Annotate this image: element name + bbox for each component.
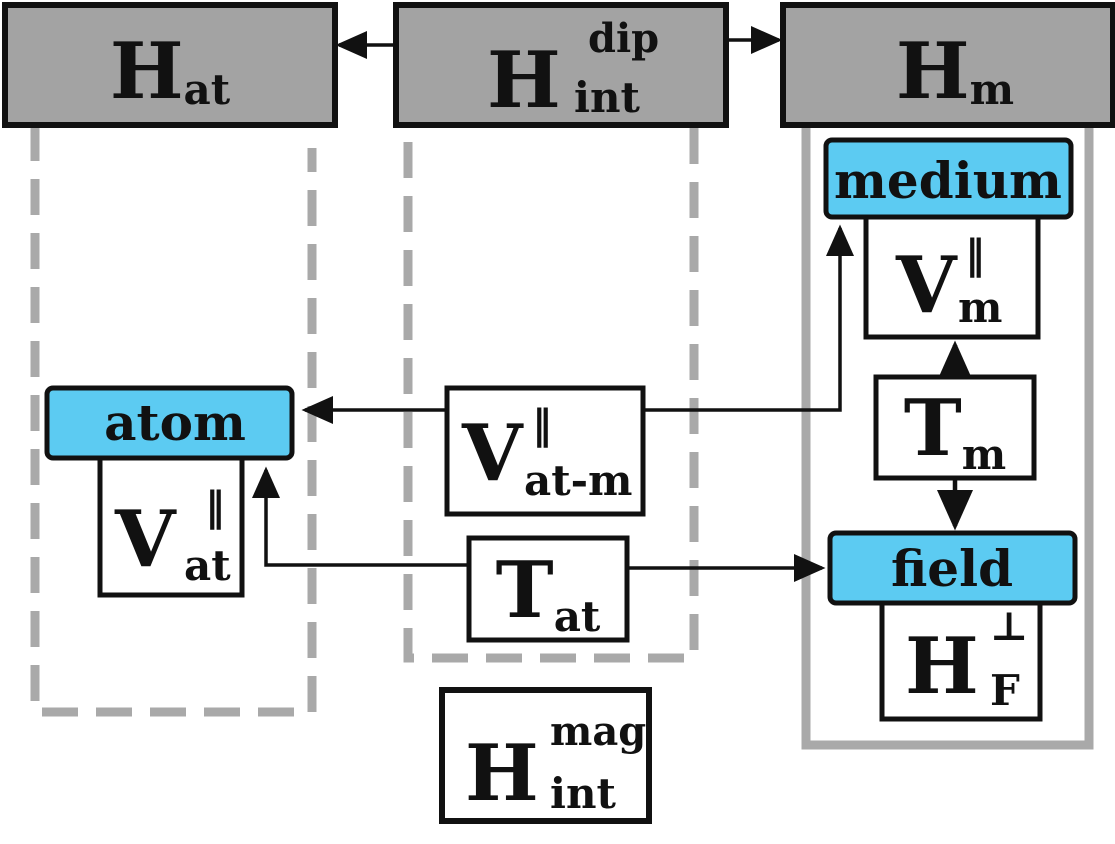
atom-hamiltonian-subscript: at (184, 65, 231, 114)
dipole-interaction-symbol: H (487, 35, 561, 126)
field-hamiltonian-symbol: H (905, 621, 979, 712)
field-block: field H ⊥ F (827, 530, 1078, 722)
medium-potential-superscript: ‖ (965, 231, 985, 278)
medium-kinetic-subscript: m (962, 430, 1006, 479)
atom-medium-potential-symbol: V (461, 408, 524, 499)
atom-medium-potential-box: V ‖ at-m (444, 385, 646, 517)
atom-medium-potential-subscript: at-m (524, 456, 633, 505)
atom-potential-superscript: ‖ (205, 483, 225, 530)
field-label: field (891, 539, 1013, 598)
medium-potential-symbol: V (895, 240, 958, 331)
dipole-interaction-subscript: int (574, 73, 640, 122)
medium-label: medium (834, 151, 1062, 210)
arrow-vatm-to-medium (645, 224, 854, 412)
atom-block: atom V ‖ at (44, 385, 295, 598)
dipole-region-dashed (403, 125, 699, 663)
svg-text:Tat: Tat (496, 545, 601, 641)
atom-label: atom (104, 393, 246, 452)
field-hamiltonian-subscript: F (990, 666, 1020, 715)
atom-potential-subscript: at (184, 541, 231, 590)
field-hamiltonian-superscript: ⊥ (990, 603, 1028, 650)
atom-region-dashed (30, 125, 317, 717)
magnetic-interaction-subscript: int (550, 769, 616, 818)
magnetic-interaction-superscript: mag (550, 708, 646, 755)
svg-text:Hat: Hat (110, 26, 231, 117)
magnetic-interaction-symbol: H (465, 728, 539, 819)
medium-hamiltonian-subscript: m (970, 65, 1014, 114)
magnetic-interaction-box: H mag int (439, 687, 652, 824)
atom-hamiltonian-symbol: H (110, 26, 184, 117)
medium-hamiltonian-symbol: H (896, 26, 970, 117)
medium-potential-subscript: m (958, 283, 1002, 332)
medium-region-solid (801, 125, 1094, 750)
field-label-box (827, 530, 1078, 606)
svg-text:Hm: Hm (896, 26, 1014, 117)
medium-kinetic-symbol: T (904, 383, 962, 474)
medium-kinetic-box: Tm (873, 374, 1037, 481)
medium-label-box (823, 137, 1074, 220)
dipole-interaction-box: H dip int (393, 2, 729, 128)
atom-label-box (44, 385, 295, 461)
dipole-interaction-superscript: dip (588, 15, 659, 62)
atom-hamiltonian-box: Hat (2, 2, 338, 128)
medium-block: medium V ‖ m (823, 137, 1074, 340)
atom-medium-potential-superscript: ‖ (532, 401, 552, 448)
atom-kinetic-box: Tat (466, 535, 630, 643)
medium-hamiltonian-box: Hm (780, 2, 1115, 128)
arrow-tat-to-atom (252, 466, 469, 567)
atom-kinetic-symbol: T (496, 545, 554, 636)
atom-potential-symbol: V (114, 494, 177, 585)
svg-text:Tm: Tm (904, 383, 1007, 479)
atom-kinetic-subscript: at (554, 592, 601, 641)
